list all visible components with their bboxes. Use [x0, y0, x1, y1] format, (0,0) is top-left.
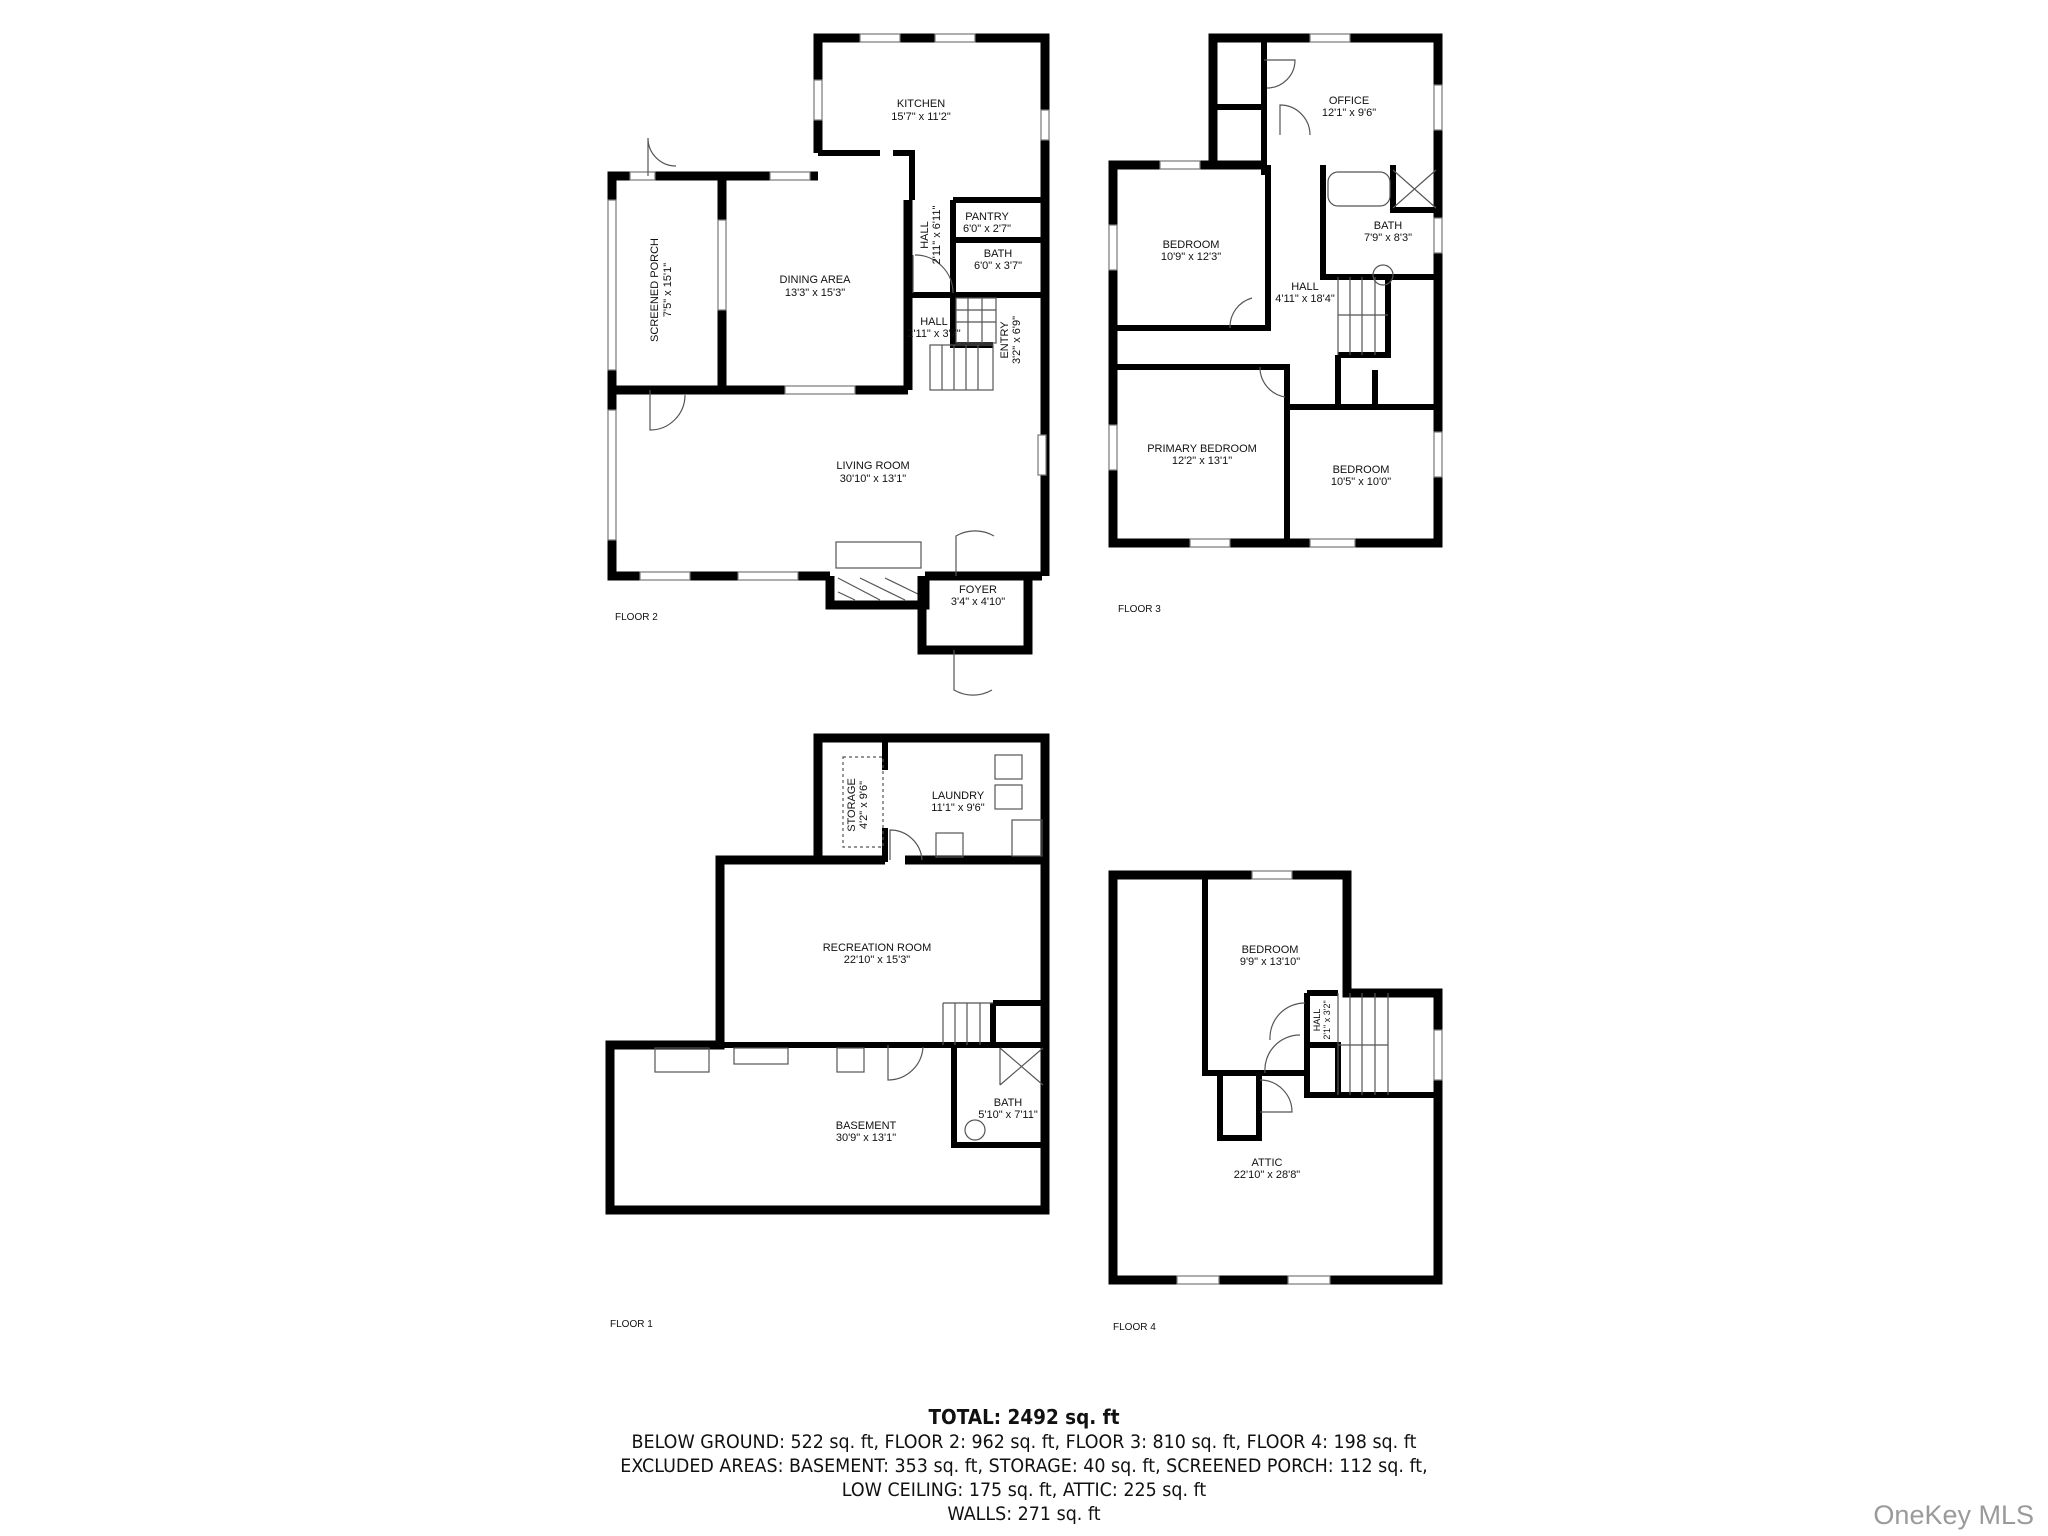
room-name: LAUNDRY [932, 790, 985, 802]
room-dims: 3'2" x 6'9" [1011, 316, 1023, 364]
room-dims: 10'5" x 10'0" [1331, 476, 1391, 488]
floor-3-label: FLOOR 3 [1118, 604, 1161, 615]
room-dims: 30'9" x 13'1" [836, 1132, 896, 1144]
room-dims: 9'9" x 13'10" [1240, 956, 1300, 968]
room-name: SCREENED PORCH [649, 238, 661, 342]
room-dims: 3'4" x 4'10" [951, 596, 1005, 608]
room-name: HALL [919, 221, 931, 249]
room-dims: 2'1" x 3'2" [1322, 1000, 1332, 1039]
walls-area: WALLS: 271 sq. ft [947, 1503, 1101, 1525]
room-dims: 7'9" x 8'3" [1364, 232, 1412, 244]
room-name: RECREATION ROOM [823, 942, 932, 954]
room-name: BATH [994, 1097, 1023, 1109]
room-name: FOYER [959, 584, 997, 596]
room-name: HALL [1291, 281, 1319, 293]
room-name: HALL [1312, 1009, 1322, 1032]
room-dims: 12'2" x 13'1" [1172, 455, 1232, 467]
room-name: BATH [1374, 220, 1403, 232]
room-name: LIVING ROOM [836, 460, 909, 472]
floor-4-label: FLOOR 4 [1113, 1322, 1156, 1333]
floor-4-plan: FLOOR 4 [1108, 870, 1443, 1333]
room-name: STORAGE [846, 778, 858, 832]
room-name: PANTRY [965, 211, 1009, 223]
room-dims: 2'11" x 3'7" [907, 328, 960, 340]
floor-2-label: FLOOR 2 [615, 612, 658, 623]
room-name: KITCHEN [897, 98, 945, 110]
excluded-areas-cont: LOW CEILING: 175 sq. ft, ATTIC: 225 sq. … [841, 1479, 1207, 1501]
room-dims: 4'11" x 18'4" [1275, 293, 1335, 305]
room-dims: 15'7" x 11'2" [891, 111, 951, 123]
room-dims: 6'0" x 3'7" [974, 260, 1022, 272]
room-dims: 22'10" x 28'8" [1234, 1169, 1301, 1181]
floor-1-label: FLOOR 1 [610, 1319, 653, 1330]
room-name: BATH [984, 248, 1013, 260]
room-dims: 30'10" x 13'1" [840, 473, 907, 485]
room-labels: KITCHEN 15'7" x 11'2" SCREENED PORCH 7'5… [649, 95, 1412, 1181]
room-dims: 10'9" x 12'3" [1161, 251, 1221, 263]
excluded-areas: EXCLUDED AREAS: BASEMENT: 353 sq. ft, ST… [620, 1455, 1428, 1477]
room-dims: 11'1" x 9'6" [931, 802, 984, 814]
room-name: BEDROOM [1333, 464, 1390, 476]
floor-1-plan: FLOOR 1 [605, 733, 1050, 1330]
floor-3-plan: FLOOR 3 [1108, 33, 1443, 615]
room-dims: 6'0" x 2'7" [963, 223, 1011, 235]
room-dims: 4'2" x 9'6" [858, 781, 870, 829]
room-name: PRIMARY BEDROOM [1147, 443, 1257, 455]
room-name: ATTIC [1252, 1157, 1283, 1169]
room-name: HALL [920, 316, 948, 328]
room-name: BASEMENT [836, 1120, 897, 1132]
total-area: TOTAL: 2492 sq. ft [928, 1405, 1120, 1429]
room-name: DINING AREA [780, 274, 852, 286]
room-dims: 22'10" x 15'3" [844, 954, 911, 966]
room-name: BEDROOM [1163, 239, 1220, 251]
room-dims: 5'10" x 7'11" [978, 1109, 1038, 1121]
room-name: BEDROOM [1242, 944, 1299, 956]
room-dims: 12'1" x 9'6" [1322, 107, 1376, 119]
floor-2-plan: FLOOR 2 [607, 33, 1050, 696]
watermark: OneKey MLS [1873, 1500, 2034, 1530]
area-breakdown: BELOW GROUND: 522 sq. ft, FLOOR 2: 962 s… [631, 1431, 1417, 1453]
room-name: OFFICE [1329, 95, 1369, 107]
room-dims: 2'11" x 6'11" [931, 206, 943, 265]
room-dims: 13'3" x 15'3" [785, 287, 845, 299]
room-name: ENTRY [999, 321, 1011, 359]
room-dims: 7'5" x 15'1" [662, 263, 674, 317]
